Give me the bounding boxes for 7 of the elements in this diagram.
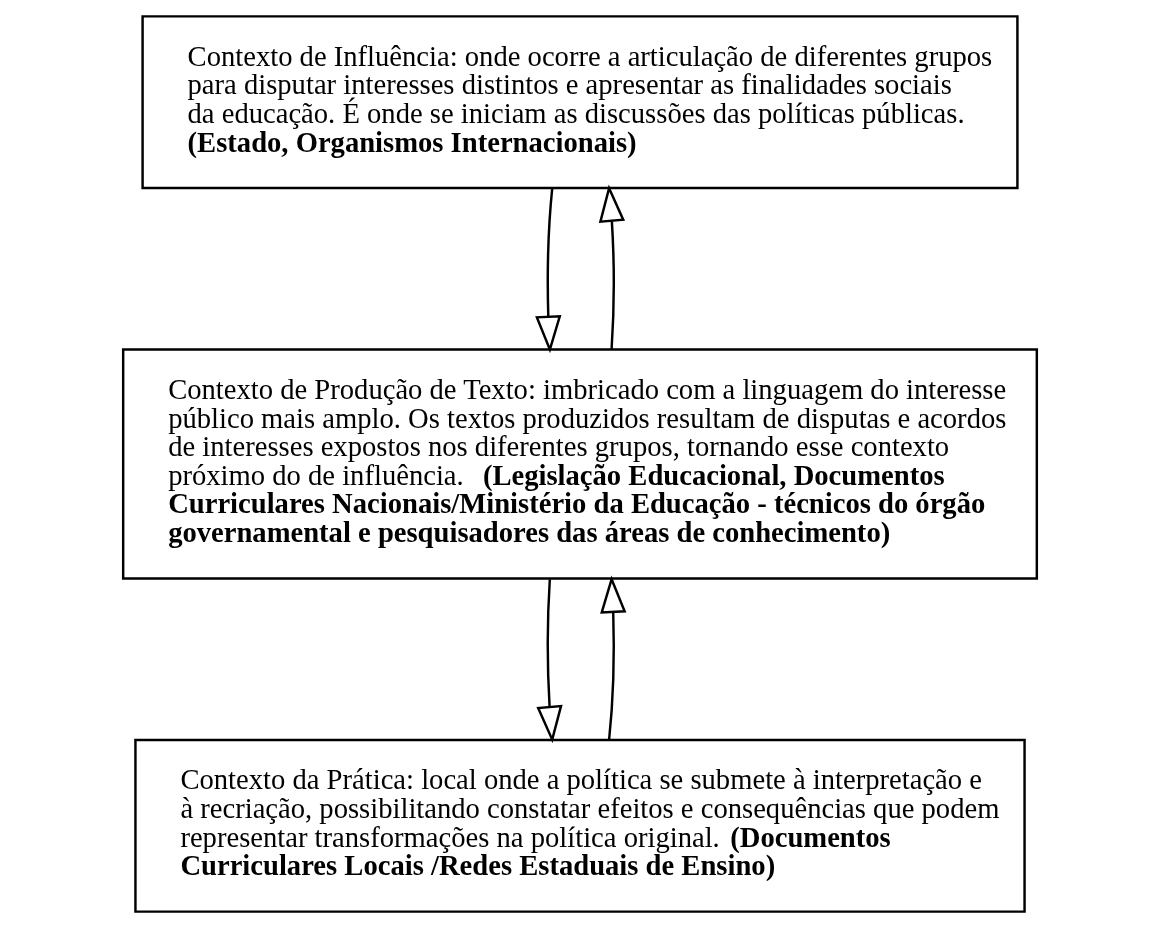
node-box: Contexto de Influência: onde ocorre a articulação de diferentes grupos para disputar interesses distintos e apresentar as finalidades sociais da educação. É onde se iniciam as discussões das políticas públicas. (Estado, Organismos Internacionais): [141, 15, 1019, 190]
arrow: [535, 188, 562, 354]
node-box: Contexto de Produção de Texto: imbricado com a linguagem do interesse público mais amplo. Os textos produzidos resultam de disputas e acordos de interesses expostos nos diferentes grupos, tornando esse contexto próximo do de influência. (Legislação Educacional, Documentos Curriculares Nacionais/Ministério da Educação - técnicos do órgão governamental e pesquisadores das áreas de conhecimento): [121, 348, 1039, 580]
arrow: [536, 579, 563, 744]
arrow: [598, 184, 626, 350]
arrow: [600, 575, 627, 740]
node-box: Contexto da Prática: local onde a política se submete à interpretação e à recriação, possibilitando constatar efeitos e consequências que podem representar transformações na política original. (Documentos Curriculares Locais /Redes Estaduais de Ensino): [134, 738, 1026, 913]
